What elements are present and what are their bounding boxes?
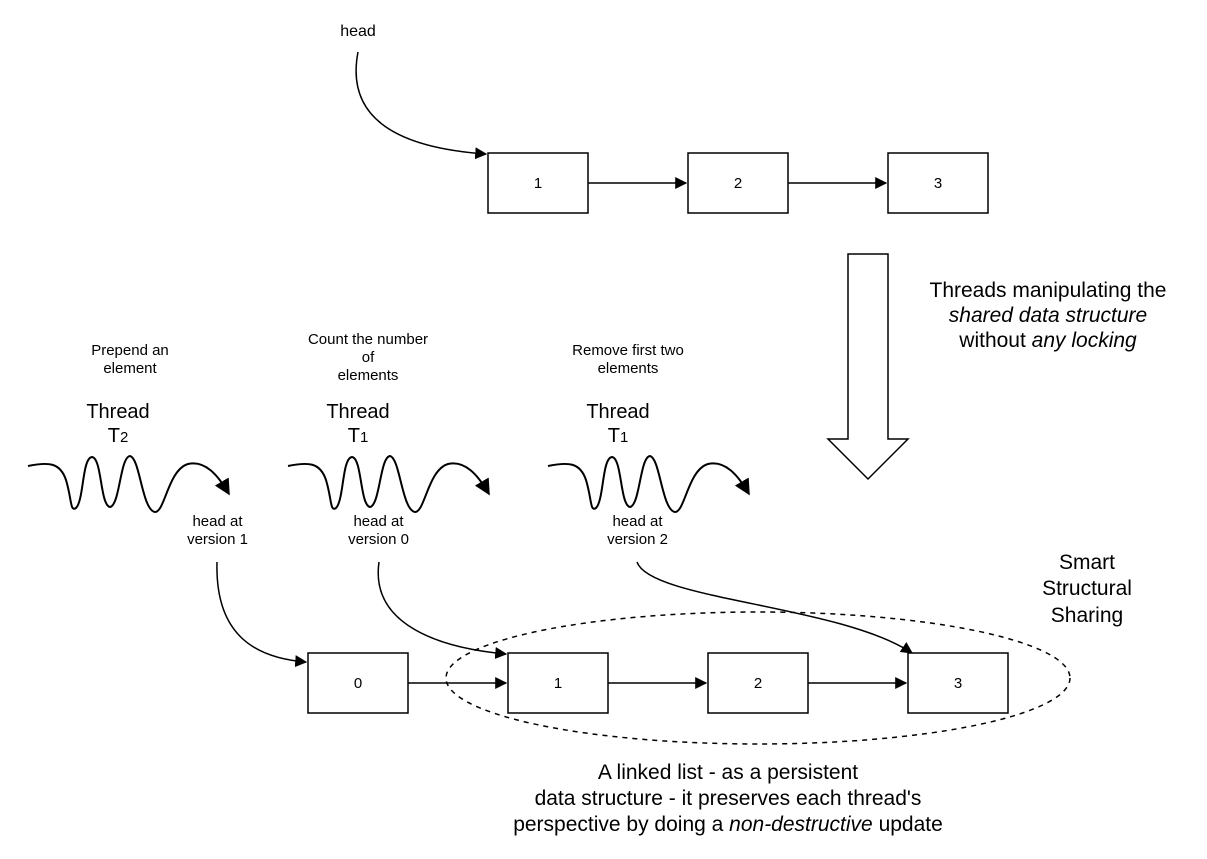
thread-2-label: Thread T1 bbox=[298, 400, 418, 449]
bottom-node-0: 0 bbox=[307, 652, 409, 714]
thread-2-id: T1 bbox=[298, 424, 418, 448]
thread-3-operation-line1: Remove first two bbox=[572, 342, 684, 359]
thread-2-head-line2: version 0 bbox=[348, 531, 409, 548]
caption-line3-suffix: update bbox=[872, 813, 943, 837]
top-node-3: 3 bbox=[887, 152, 989, 214]
thread-3-head-line2: version 2 bbox=[607, 531, 668, 548]
concurrency-note-line3-prefix: without bbox=[959, 329, 1032, 353]
thread-2-operation-line3: elements bbox=[337, 367, 399, 384]
structural-sharing-label: Smart Structural Sharing bbox=[1022, 550, 1152, 629]
concurrency-note-line2: shared data structure bbox=[948, 304, 1148, 328]
thread-2-id-subscript: 1 bbox=[359, 429, 369, 447]
thread-1-head-line2: version 1 bbox=[187, 531, 248, 548]
caption-line3-prefix: perspective by doing a bbox=[513, 813, 730, 837]
thread-1-operation-line2: element bbox=[103, 360, 157, 377]
down-arrow bbox=[826, 253, 910, 481]
thread-2-operation-line1: Count the number bbox=[307, 331, 429, 348]
caption-line1: A linked list - as a persistent bbox=[597, 761, 859, 784]
pointer-version-1 bbox=[216, 561, 308, 668]
structural-sharing-region bbox=[445, 611, 1071, 745]
bottom-node-1-value: 1 bbox=[554, 675, 562, 692]
thread-2-word: Thread bbox=[326, 401, 390, 423]
concurrency-note-line3: without any locking bbox=[898, 328, 1198, 353]
pointer-version-2 bbox=[636, 561, 913, 654]
top-node-2-value: 2 bbox=[734, 175, 742, 192]
thread-2-operation: Count the number of elements bbox=[278, 331, 458, 385]
top-head-pointer bbox=[355, 51, 488, 160]
thread-3-operation-line2: elements bbox=[597, 360, 659, 377]
caption-line3: perspective by doing a non-destructive u… bbox=[428, 812, 1028, 838]
top-node-3-value: 3 bbox=[934, 175, 942, 192]
structural-sharing-line2: Structural bbox=[1042, 577, 1132, 601]
concurrency-note: Threads manipulating the shared data str… bbox=[898, 278, 1198, 354]
top-node-1: 1 bbox=[487, 152, 589, 214]
thread-3-operation: Remove first two elements bbox=[538, 342, 718, 378]
top-head-label: head bbox=[340, 23, 376, 40]
top-node-1-value: 1 bbox=[534, 175, 542, 192]
thread-3-head-line1: head at bbox=[612, 513, 663, 530]
thread-2-operation-line2: of bbox=[361, 349, 375, 366]
thread-3-id-subscript: 1 bbox=[619, 429, 629, 447]
thread-3-head-version: head at version 2 bbox=[570, 513, 705, 549]
thread-3-label: Thread T1 bbox=[558, 400, 678, 449]
pointer-version-0 bbox=[377, 561, 508, 659]
thread-1-id-subscript: 2 bbox=[119, 429, 129, 447]
thread-wave-2 bbox=[287, 454, 490, 514]
thread-1-operation-line1: Prepend an bbox=[91, 342, 169, 359]
bottom-node-1: 1 bbox=[507, 652, 609, 714]
thread-2-id-letter: T bbox=[347, 425, 360, 448]
thread-wave-3 bbox=[547, 454, 750, 514]
bottom-node-3-value: 3 bbox=[954, 675, 962, 692]
thread-3-word: Thread bbox=[586, 401, 650, 423]
concurrency-note-line1: Threads manipulating the bbox=[929, 279, 1167, 302]
thread-2-head-line1: head at bbox=[353, 513, 404, 530]
thread-2-head-version: head at version 0 bbox=[311, 513, 446, 549]
thread-1-head-line1: head at bbox=[192, 513, 243, 530]
concurrency-note-line3-emphasis: any locking bbox=[1031, 329, 1137, 353]
thread-1-operation: Prepend an element bbox=[40, 342, 220, 378]
thread-1-head-version: head at version 1 bbox=[150, 513, 285, 549]
bottom-node-2: 2 bbox=[707, 652, 809, 714]
diagram-caption: A linked list - as a persistent data str… bbox=[428, 760, 1028, 838]
bottom-node-3: 3 bbox=[907, 652, 1009, 714]
structural-sharing-line1: Smart bbox=[1058, 551, 1115, 574]
thread-wave-1 bbox=[27, 454, 230, 514]
top-node-2: 2 bbox=[687, 152, 789, 214]
bottom-node-0-value: 0 bbox=[354, 675, 362, 692]
caption-line2: data structure - it preserves each threa… bbox=[534, 787, 922, 811]
thread-3-id: T1 bbox=[558, 424, 678, 448]
thread-1-id: T2 bbox=[58, 424, 178, 448]
thread-1-word: Thread bbox=[86, 401, 150, 423]
structural-sharing-line3: Sharing bbox=[1050, 603, 1124, 627]
thread-1-id-letter: T bbox=[107, 425, 120, 448]
caption-line3-emphasis: non-destructive bbox=[729, 813, 873, 837]
thread-3-id-letter: T bbox=[607, 425, 620, 448]
thread-1-label: Thread T2 bbox=[58, 400, 178, 449]
bottom-node-2-value: 2 bbox=[754, 675, 762, 692]
